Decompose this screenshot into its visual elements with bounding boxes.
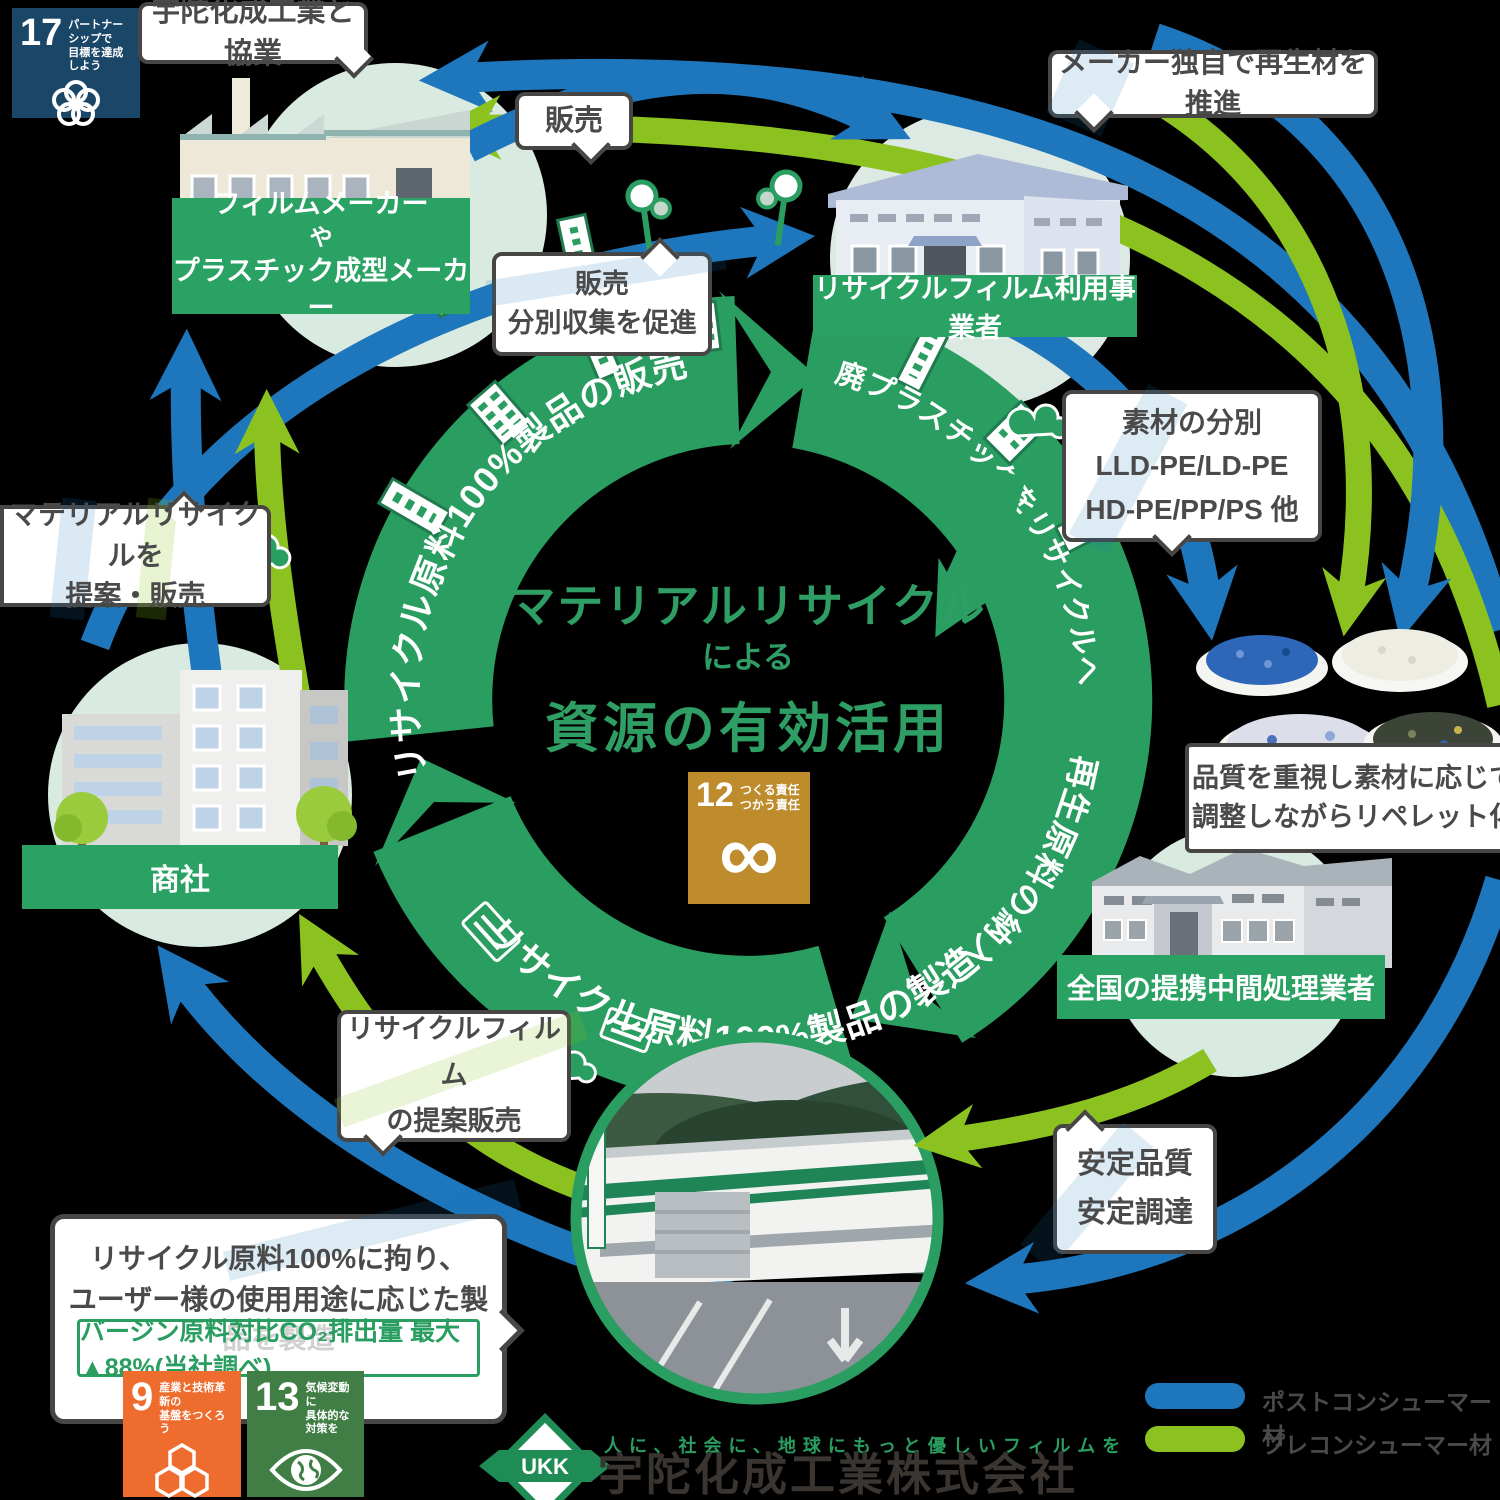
arrow-pre-top-return (436, 95, 1500, 708)
bubble-collaboration: 宇陀化成工業と協業 (138, 0, 374, 79)
footer-company-name: 宇陀化成工業株式会社 (598, 1449, 1079, 1500)
legend-pre-label: プレコンシューマー材 (1262, 1432, 1492, 1458)
street-lamp-icons (625, 169, 803, 256)
center-title: マテリアルリサイクル (509, 580, 987, 632)
label-trading: 商社 (22, 845, 338, 909)
sdg9-label: 産業と技術革新の 基盤をつくろう (159, 1382, 226, 1436)
legend-pre-swatch (1145, 1426, 1245, 1452)
ring-arrowhead-top (719, 291, 817, 449)
sdg17-number: 17 (20, 12, 63, 54)
sdg17-tile: 17 パートナーシップで 目標を達成しよう (12, 8, 140, 126)
label-film-user: リサイクルフィルム利用事業者 (813, 274, 1137, 343)
trading-building (54, 670, 357, 850)
sdg12-number: 12 (696, 776, 734, 814)
bubble-stable: 安定品質安定調達 (1020, 1109, 1217, 1271)
sdg9-tile: 9 産業と技術革新の 基盤をつくろう (123, 1371, 241, 1500)
bubble-material-recycle: マテリアルリサイクルを提案・販売 (0, 490, 271, 621)
ukk-factory-photo (570, 1031, 944, 1405)
center-subtitle: による (701, 640, 795, 675)
sdg9-industry-icon (123, 1437, 241, 1500)
co2-highlight: バージン原料対比CO₂排出量 最大▲88%(当社調べ) (77, 1318, 480, 1382)
footer-tagline: 人に、社会に、地球にもっと優しいフィルムを (604, 1436, 1128, 1456)
ring-arrowhead-left (375, 758, 516, 866)
sdg17-label: パートナーシップで 目標を達成しよう (68, 19, 124, 73)
sdg12-label: つくる責任 つかう責任 (739, 783, 800, 812)
legend-post-swatch (1145, 1383, 1245, 1409)
sdg13-tile: 13 気候変動に 具体的な対策を (247, 1371, 364, 1497)
sdg17-partnership-icon (12, 74, 140, 132)
label-film-maker: フィルムメーカーやプラスチック成型メーカー (172, 188, 470, 323)
center-main-title: 資源の有効活用 (545, 699, 951, 759)
bubble-film-propose: リサイクルフィルムの提案販売 (333, 1010, 589, 1157)
sdg13-label: 気候変動に 具体的な対策を (305, 1382, 350, 1436)
recycle-ring (344, 291, 1153, 1104)
bubble-quality-pellet: 品質を重視し素材に応じて調整しながらリペレット化 (1185, 743, 1500, 853)
note-line1: リサイクル原料100%に拘り、 (89, 1243, 468, 1274)
label-processor: 全国の提携中間処理業者 (1057, 955, 1385, 1019)
bubble-maker-promote: メーカー独自で再生材を推進 (1046, 39, 1378, 137)
sdg13-number: 13 (255, 1375, 300, 1419)
sdg12-infinity-icon: ∞ (719, 806, 779, 900)
ring-arrowhead-right (851, 911, 976, 1038)
arrow-stable-to-ukk-blue (964, 875, 1500, 1314)
bubble-material-sort: 素材の分別 LLD-PE/LD-PE HD-PE/PP/PS 他 (1062, 383, 1322, 557)
arrow-waste-feed-in (935, 466, 1027, 638)
ukk-logo: UKK (479, 1412, 611, 1500)
ring-decoration-machines (461, 901, 657, 1054)
sdg13-climate-icon (247, 1437, 364, 1500)
legend-post-label: ポストコンシューマー材 (1262, 1389, 1492, 1449)
svg-text:UKK: UKK (521, 1454, 569, 1479)
bubble-sales-top: 販売 (515, 92, 633, 165)
bubble-sales-sorting: 販売分別収集を促進 (485, 237, 727, 356)
sdg12-tile: 12 つくる責任 つかう責任 ∞ (688, 772, 810, 904)
arrow-processor-to-ukk-green (913, 1048, 1217, 1169)
processor-building (1092, 848, 1392, 968)
sdg9-number: 9 (131, 1375, 154, 1419)
